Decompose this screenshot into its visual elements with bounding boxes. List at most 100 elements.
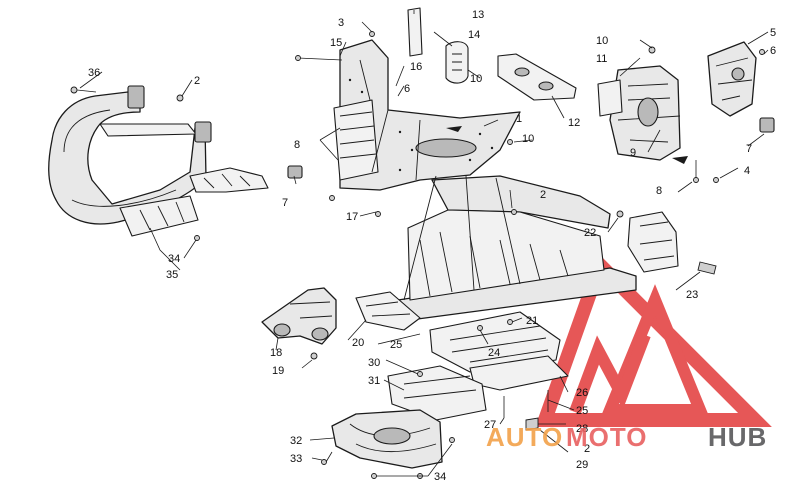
callout-4: 4 bbox=[744, 165, 750, 177]
bumper-skid-ribs bbox=[139, 201, 185, 231]
bumper-nut bbox=[176, 94, 184, 102]
spindle-nut-19 bbox=[310, 352, 318, 360]
lower-shield-assembly bbox=[321, 409, 455, 479]
bulkhead-body bbox=[339, 39, 521, 191]
bulkhead-bolt-15 bbox=[297, 57, 343, 61]
callout-23: 23 bbox=[686, 289, 698, 301]
frame-mount-22-detail bbox=[639, 221, 675, 261]
callout-5: 5 bbox=[770, 27, 776, 39]
callout-11: 11 bbox=[596, 53, 607, 65]
steering-bracket-assembly bbox=[597, 41, 775, 183]
bulkhead-nut-10 bbox=[507, 139, 513, 145]
belly-pan-assembly bbox=[387, 311, 569, 431]
skid-fastener-21 bbox=[507, 319, 513, 325]
callout-7b: 7 bbox=[746, 143, 752, 155]
bumper-block-7 bbox=[287, 165, 303, 179]
callout-9: 9 bbox=[630, 147, 636, 159]
callout-25b: 25 bbox=[576, 405, 588, 417]
bulkhead-bolt-3 bbox=[369, 31, 375, 37]
bulkhead-left-grille bbox=[339, 111, 377, 159]
frame-side-panel bbox=[407, 209, 605, 301]
callout-7: 7 bbox=[282, 197, 288, 209]
bulkhead-plate-12 bbox=[497, 53, 577, 101]
front-bumper-assembly bbox=[48, 85, 269, 241]
a-arm-bracket-20 bbox=[355, 291, 421, 331]
callout-12: 12 bbox=[568, 117, 580, 129]
callout-10c: 10 bbox=[596, 35, 608, 47]
callout-2b: 2 bbox=[540, 189, 546, 201]
spindle-bore-left bbox=[273, 323, 291, 337]
bumper-inner-line bbox=[63, 109, 177, 207]
leader-lines bbox=[79, 10, 769, 477]
callout-29: 29 bbox=[576, 459, 588, 471]
callout-13: 13 bbox=[472, 9, 484, 21]
bumper-end-cap-left bbox=[127, 85, 145, 109]
bumper-end-cap-right bbox=[194, 121, 212, 143]
bulkhead-rivets bbox=[348, 78, 494, 172]
callout-labels: 36 2 34 35 3 13 14 15 16 6 10 8 7 1 10 1… bbox=[88, 9, 776, 483]
callout-34b: 34 bbox=[434, 471, 446, 483]
bumper-shroud-pattern bbox=[203, 173, 251, 189]
bracket-nut-6 bbox=[759, 49, 765, 55]
callout-15: 15 bbox=[330, 37, 342, 49]
lower-shield-recess bbox=[373, 427, 411, 445]
bracket-bolt-8 bbox=[693, 177, 699, 183]
steering-mount-5 bbox=[707, 41, 757, 117]
callout-8: 8 bbox=[294, 139, 300, 151]
bulkhead-crease-lines bbox=[359, 59, 421, 181]
bumper-shroud-fragment bbox=[189, 167, 269, 193]
callout-19: 19 bbox=[272, 365, 284, 377]
callout-24: 24 bbox=[488, 347, 500, 359]
callout-27: 27 bbox=[484, 419, 496, 431]
frame-bolt-2 bbox=[511, 209, 517, 215]
bumper-block-7-right bbox=[759, 117, 775, 133]
bulkhead-bracket-14-slots bbox=[452, 53, 462, 71]
callout-2: 2 bbox=[194, 75, 200, 87]
callout-36: 36 bbox=[88, 67, 100, 79]
callout-14: 14 bbox=[468, 29, 480, 41]
callout-6: 6 bbox=[404, 83, 410, 95]
bulkhead-center-oval bbox=[415, 138, 477, 158]
logo-zigzag bbox=[569, 332, 651, 415]
callout-18: 18 bbox=[270, 347, 282, 359]
bulkhead-nut-17b bbox=[375, 211, 381, 217]
skid-fastener-30 bbox=[417, 371, 423, 377]
callout-10b: 10 bbox=[522, 133, 534, 145]
bracket-cover-11 bbox=[597, 79, 623, 117]
clip-28 bbox=[525, 417, 539, 431]
lower-shield-screw-33-shaft bbox=[325, 451, 333, 463]
spindle-bracket-assembly bbox=[261, 287, 421, 360]
frame-ribs bbox=[419, 231, 569, 297]
lower-shield-nut-34a bbox=[371, 473, 377, 479]
callout-22: 22 bbox=[584, 227, 596, 239]
bumper-crossbar bbox=[99, 123, 197, 137]
callout-25: 25 bbox=[390, 339, 402, 351]
spindle-bore-right bbox=[311, 327, 329, 341]
frame-bolt-23 bbox=[697, 261, 717, 275]
callout-6b: 6 bbox=[770, 45, 776, 57]
skid-plate-31 bbox=[387, 365, 487, 421]
lower-shield-nut bbox=[449, 437, 455, 443]
bulkhead-bracket-13 bbox=[407, 7, 423, 57]
callout-17: 17 bbox=[346, 211, 358, 223]
callout-32: 32 bbox=[290, 435, 302, 447]
bulkhead-bolt-15-head bbox=[295, 55, 301, 61]
plate-12-hole-2 bbox=[538, 81, 554, 91]
bumper-bolt-shaft bbox=[76, 89, 97, 93]
bulkhead-left-opening bbox=[333, 99, 379, 181]
bracket-nut-10 bbox=[648, 46, 656, 54]
lower-shield-screw-33 bbox=[321, 459, 327, 465]
steering-mount-detail bbox=[715, 57, 753, 101]
watermark-auto: AUTO bbox=[486, 422, 563, 452]
callout-28: 28 bbox=[576, 423, 588, 435]
callout-2c: 2 bbox=[584, 443, 590, 455]
steering-mount-boss bbox=[731, 67, 745, 81]
a-arm-bracket-detail bbox=[365, 301, 411, 317]
callout-21: 21 bbox=[526, 315, 538, 327]
watermark-moto: MOTO bbox=[566, 422, 648, 452]
frame-nut-22 bbox=[616, 210, 624, 218]
callout-35: 35 bbox=[166, 269, 178, 281]
callout-33: 33 bbox=[290, 453, 302, 465]
